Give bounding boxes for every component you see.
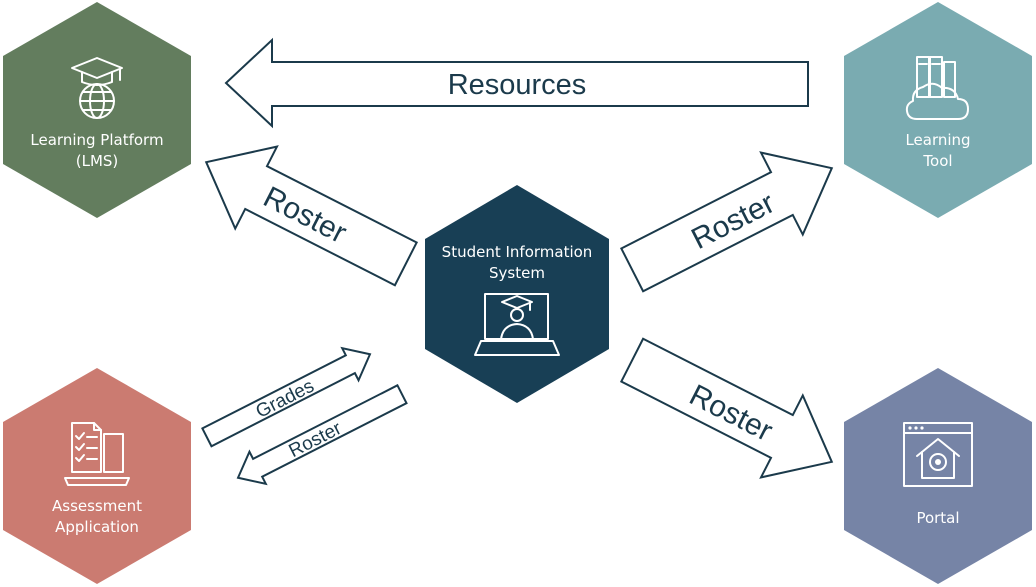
arrow-roster-portal: Roster [619,337,834,479]
roster-tool-arrow-shape [619,151,834,293]
arrow-roster-tool: Roster [619,151,834,293]
lms-label-line2: (LMS) [76,152,119,170]
arrow-roster-assessment: Roster [236,383,408,486]
assessment-hexagon [3,368,191,584]
cloud-books-icon [905,56,969,120]
arrow-roster-lms: Roster [204,145,419,287]
learning-tool-label-line2: Tool [922,152,952,170]
learning-tool-label-line1: Learning [905,131,970,149]
learning-tool-hexagon [844,2,1032,218]
assessment-label-line2: Application [55,518,139,536]
node-sis: Student Information System [425,185,609,403]
node-assessment: Assessment Application [3,368,191,584]
arrow-resources: Resources [224,37,809,129]
checklist-laptop-icon [64,422,130,486]
grades-arrow-shape [201,346,372,448]
node-learning-tool: Learning Tool [844,2,1032,218]
grades-label: Grades [253,376,318,423]
lms-label-line1: Learning Platform [30,131,163,149]
sis-label-line1: Student Information [442,243,593,261]
roster-lms-arrow-shape [204,145,419,287]
roster-assessment-arrow-shape [236,383,408,486]
assessment-label-line1: Assessment [52,497,142,515]
resources-arrow-shape [224,37,809,129]
browser-home-icon [903,422,973,487]
resources-label: Resources [448,69,587,101]
node-lms: Learning Platform (LMS) [3,2,191,218]
sis-label-line2: System [489,264,545,282]
graduation-globe-icon [71,57,123,119]
node-portal: Portal [844,368,1032,584]
roster-portal-arrow-shape [619,337,834,479]
portal-label: Portal [916,509,959,527]
portal-hexagon [844,368,1032,584]
laptop-graduate-icon [474,293,560,356]
roster-assessment-label: Roster [286,418,346,462]
arrow-grades: Grades [201,346,372,448]
